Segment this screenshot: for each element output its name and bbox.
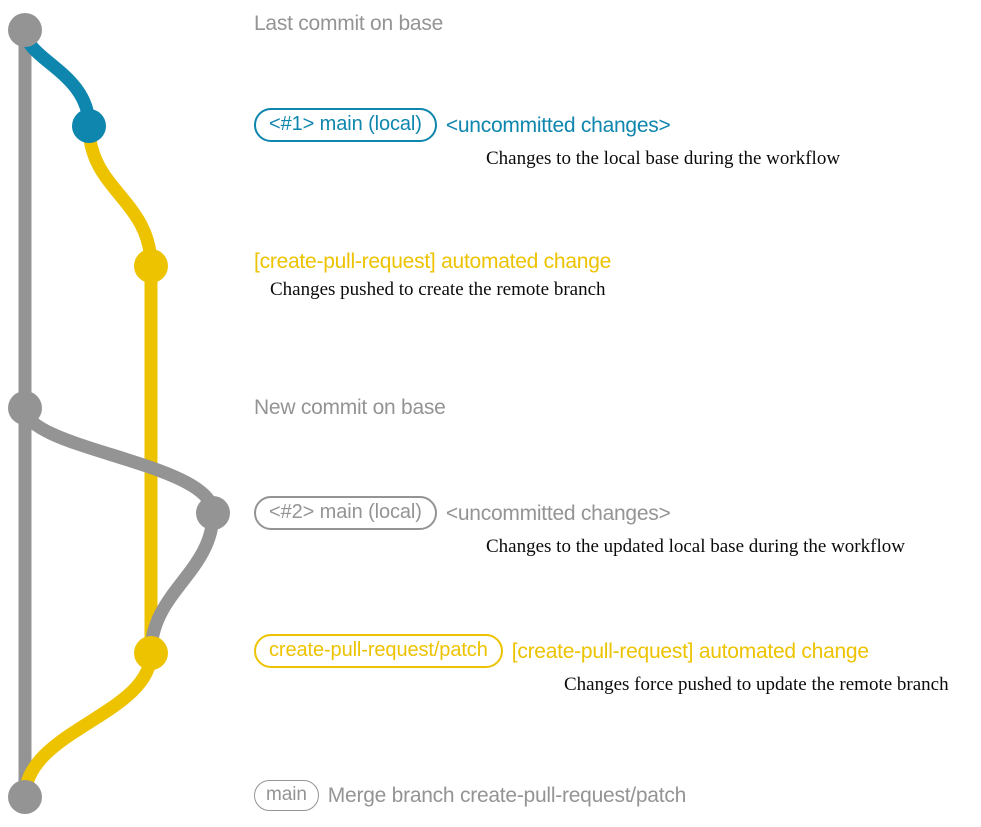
commit-row-last-commit-on-base: Last commit on base (254, 12, 443, 35)
commit-node-commit-last-on-base[interactable] (8, 13, 42, 47)
commit-row-new-commit-on-base: New commit on base (254, 396, 446, 419)
commit-row-main: Last commit on base (254, 12, 443, 35)
commit-row-automated-change-2: create-pull-request/patch [create-pull-re… (254, 634, 949, 696)
branch-pill-local-main-2[interactable]: <#2> main (local) (254, 496, 437, 531)
commit-description-local-main-1: Changes to the local base during the wor… (486, 148, 841, 170)
commit-description-automated-change-2: Changes force pushed to update the remot… (564, 674, 949, 696)
commit-description-automated-change-1: Changes pushed to create the remote bran… (270, 279, 606, 301)
commit-row-main: main Merge branch create-pull-request/pat… (254, 780, 686, 812)
commit-subject-local-main-1: <uncommitted changes> (445, 113, 671, 137)
commit-node-commit-merge[interactable] (8, 780, 42, 814)
commit-row-main: <#1> main (local) <uncommitted changes> (254, 108, 840, 143)
branch-pill-automated-change-2[interactable]: create-pull-request/patch (254, 634, 503, 669)
commit-subject-merge-commit: Merge branch create-pull-request/patch (327, 784, 686, 808)
commit-subject-local-main-2: <uncommitted changes> (445, 501, 671, 525)
branch-pill-local-main-1[interactable]: <#1> main (local) (254, 108, 437, 143)
commit-subject-new-commit-on-base: New commit on base (254, 396, 446, 419)
commit-row-merge-commit: main Merge branch create-pull-request/pat… (254, 780, 686, 812)
commit-subject-last-commit-on-base: Last commit on base (254, 12, 444, 35)
commit-row-local-main-1: <#1> main (local) <uncommitted changes> Ch… (254, 108, 840, 170)
edge-local-main-2-to-automated-2 (144, 506, 220, 660)
commit-description-local-main-2: Changes to the updated local base during… (486, 536, 905, 558)
commit-node-commit-local-main-2[interactable] (196, 496, 230, 530)
commit-subject-automated-change-1: [create-pull-request] automated change (254, 250, 612, 273)
commit-subject-automated-change-2: [create-pull-request] automated change (511, 639, 869, 663)
branch-pill-merge-commit[interactable]: main (254, 780, 319, 812)
commit-row-main: create-pull-request/patch [create-pull-re… (254, 634, 949, 669)
commit-row-main: <#2> main (local) <uncommitted changes> (254, 496, 905, 531)
edge-automated-2-to-merge (18, 646, 158, 804)
commit-node-commit-automated-change-2[interactable] (134, 636, 168, 670)
commit-node-commit-local-main-1[interactable] (72, 109, 106, 143)
commit-row-main: [create-pull-request] automated change (254, 250, 611, 273)
commit-node-commit-automated-change-1[interactable] (134, 249, 168, 283)
edge-base-to-local-main-2 (18, 401, 220, 520)
commit-row-main: New commit on base (254, 396, 446, 419)
commit-row-local-main-2: <#2> main (local) <uncommitted changes> Ch… (254, 496, 905, 558)
edge-local-main-1-to-automated-1 (82, 119, 158, 273)
commit-node-commit-new-on-base[interactable] (8, 391, 42, 425)
